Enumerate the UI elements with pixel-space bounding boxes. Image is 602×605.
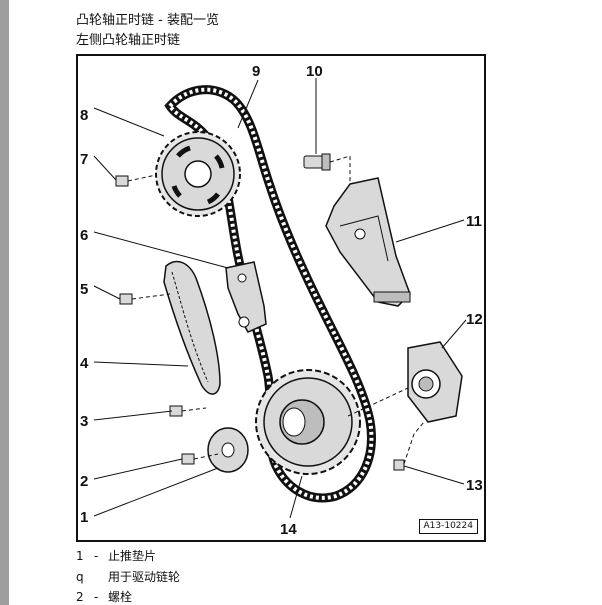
chain-tensioner: [325, 177, 411, 307]
tensioner-bolt: [303, 153, 351, 192]
legend-text: 螺栓: [108, 590, 133, 604]
legend-item: 1-止推垫片: [76, 549, 156, 564]
legend-separator: -: [94, 549, 99, 563]
callout-8: 8: [80, 107, 89, 124]
callout-7: 7: [80, 151, 89, 168]
callout-14: 14: [280, 521, 297, 538]
thrust-washer: [207, 427, 249, 473]
callout-10: 10: [306, 63, 323, 80]
left-margin-bar: [0, 0, 9, 605]
camshaft-sprocket: [155, 131, 241, 217]
callout-9: 9: [252, 63, 261, 80]
chain-guide-rail: [163, 260, 221, 395]
sprocket-bolt: [115, 174, 157, 187]
figure-reference: A13-10224: [418, 519, 478, 534]
drive-sprocket: [255, 369, 361, 475]
exploded-view-drawing: [93, 78, 467, 519]
legend-text: 止推垫片: [108, 549, 157, 563]
callout-3: 3: [80, 413, 89, 430]
callout-13: 13: [466, 477, 483, 494]
chain-tensioning-rail: [225, 261, 267, 333]
legend-subitem: q 用于驱动链轮: [76, 570, 180, 585]
legend-item: 2-螺栓: [76, 590, 132, 605]
guide-bolt-upper: [119, 293, 171, 305]
callout-1: 1: [80, 509, 89, 526]
callout-4: 4: [80, 355, 89, 372]
bearing-flange: [347, 341, 463, 423]
callout-5: 5: [80, 281, 89, 298]
guide-bolt-lower: [169, 405, 207, 417]
callout-11: 11: [466, 213, 482, 230]
leader-lines: [93, 78, 467, 519]
legend-separator: -: [94, 590, 99, 604]
callout-6: 6: [80, 227, 89, 244]
legend-number: 2: [76, 590, 84, 604]
page-title: 凸轮轴正时链 - 装配一览: [76, 13, 219, 28]
legend-number: 1: [76, 549, 84, 563]
legend-bullet: q: [76, 570, 84, 584]
exploded-view-figure: 8 7 6 5 4 3 2 1 9 10 11 12 13 14 A13-102…: [76, 54, 486, 542]
callout-2: 2: [80, 473, 89, 490]
legend-text: 用于驱动链轮: [108, 570, 181, 584]
page-subtitle: 左侧凸轮轴正时链: [76, 33, 181, 48]
flange-bolt: [393, 421, 425, 471]
callout-12: 12: [466, 311, 483, 328]
